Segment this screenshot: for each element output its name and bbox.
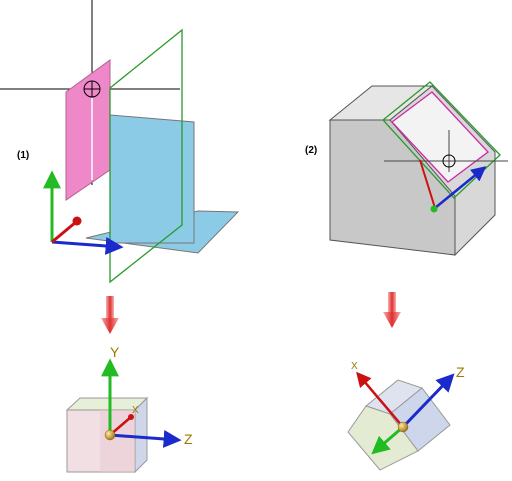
pink-plane bbox=[65, 59, 111, 201]
scene1-z-axis bbox=[51, 236, 124, 255]
scene1-x-axis bbox=[51, 220, 77, 244]
result1-z-axis bbox=[109, 429, 182, 448]
result-2-cube bbox=[347, 371, 455, 471]
green-frame bbox=[109, 28, 183, 284]
result1-x-tip bbox=[128, 414, 134, 420]
result2-x-label: X bbox=[351, 361, 358, 372]
result2-origin-ball bbox=[397, 421, 409, 433]
scene2-x-axis bbox=[419, 159, 436, 209]
scene-1-planes bbox=[0, 0, 240, 284]
result2-z-label: Z bbox=[456, 364, 465, 380]
step-label-2: (2) bbox=[305, 145, 317, 156]
scene2-z-axis bbox=[434, 166, 487, 209]
step-label-1: (1) bbox=[17, 150, 29, 161]
result1-z-label: Z bbox=[184, 431, 193, 447]
scene2-origin-handle bbox=[430, 205, 438, 213]
magenta-frame bbox=[391, 91, 489, 183]
scene2-green-frame bbox=[382, 81, 501, 199]
result-1-cube bbox=[65, 358, 182, 474]
result1-y-label: Y bbox=[110, 344, 120, 360]
block-front-face bbox=[329, 119, 456, 256]
result1-x-label: X bbox=[132, 405, 139, 416]
down-arrow-1 bbox=[101, 296, 119, 334]
scene1-x-handle bbox=[72, 216, 82, 226]
result2-z-axis bbox=[401, 373, 455, 429]
down-arrow-2 bbox=[383, 292, 401, 328]
result2-x-axis bbox=[356, 371, 404, 428]
scene-2-block bbox=[328, 81, 508, 256]
result2-y-axis bbox=[371, 425, 404, 455]
scene2-crosshair-circle bbox=[442, 154, 456, 168]
result1-origin-ball bbox=[104, 429, 116, 441]
